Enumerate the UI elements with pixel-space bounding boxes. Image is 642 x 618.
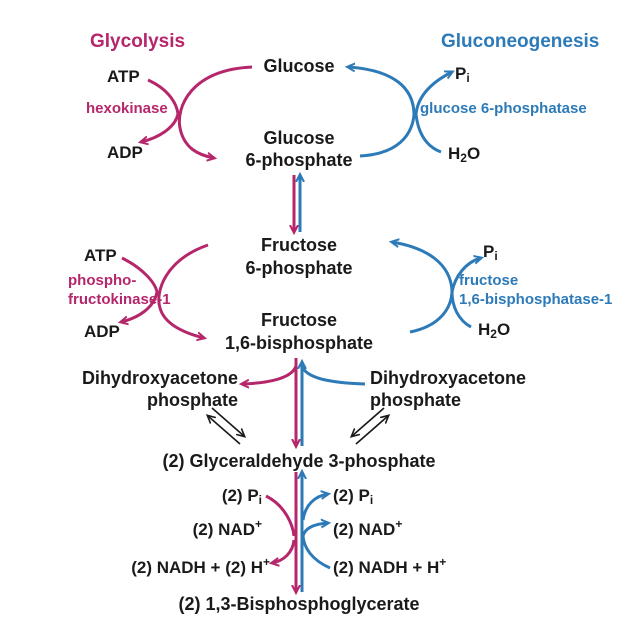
- gapdh-left-in: [265, 494, 296, 537]
- fbpase-label-line2: 1,6-bisphosphatase-1: [459, 291, 613, 308]
- g6pase-arrow: [348, 67, 416, 158]
- f6p-label-line1: Fructose: [260, 235, 338, 255]
- dhap-left-line2: phosphate: [146, 390, 238, 410]
- gapdh-left-out: [272, 539, 296, 563]
- glycolysis-header: Glycolysis: [90, 31, 186, 52]
- nad-right-label: (2) NAD+: [333, 517, 403, 539]
- nadh-right-label: (2) NADH + H+: [333, 555, 447, 577]
- hexokinase-arrow: [177, 65, 253, 158]
- g3p-label: (2) Glyceraldehyde 3-phosphate: [162, 451, 436, 471]
- hexokinase-label: hexokinase: [86, 100, 168, 117]
- tpi-left-a: [211, 407, 244, 436]
- adp-label-2: ADP: [84, 322, 120, 341]
- pfk1-arrow: [157, 243, 209, 338]
- f6p-label-line2: 6-phosphate: [245, 258, 353, 278]
- g6p-label-line2: 6-phosphate: [245, 150, 353, 170]
- f16bp-label-line1: Fructose: [260, 310, 338, 330]
- f16bp-label-line2: 1,6-bisphosphate: [224, 333, 374, 353]
- dhap-right-branch: [300, 365, 366, 386]
- dhap-left-line1: Dihydroxyacetone: [81, 368, 238, 388]
- pfk1-label-line2: fructokinase-1: [68, 291, 171, 308]
- nadh-left-label: (2) NADH + (2) H+: [131, 555, 270, 577]
- atp-adp-arrow-1: [141, 78, 180, 142]
- gapdh-right-out-2: [301, 523, 328, 537]
- pi-right-label: (2) Pi: [333, 486, 374, 507]
- g6p-label-line1: Glucose: [263, 128, 335, 148]
- dhap-right-line2: phosphate: [370, 390, 462, 410]
- g6pase-label: glucose 6-phosphatase: [420, 100, 587, 117]
- fbpase-arrow: [392, 242, 454, 334]
- atp-label-2: ATP: [84, 246, 117, 265]
- bpg-label: (2) 1,3-Bisphosphoglycerate: [178, 594, 420, 614]
- pfk1-label-line1: phospho-: [68, 272, 137, 289]
- adp-label-1: ADP: [107, 143, 143, 162]
- fbpase-label-line1: fructose: [459, 272, 519, 289]
- tpi-right-b: [355, 416, 388, 445]
- h2o-label-1: H2O: [448, 144, 481, 165]
- h2o-pi-arrow-2: [450, 258, 481, 329]
- h2o-pi-arrow-1: [414, 72, 452, 154]
- tpi-right-a: [352, 407, 385, 436]
- pi-label-1: Pi: [455, 64, 470, 85]
- atp-adp-arrow-2: [121, 256, 159, 322]
- dhap-right-line1: Dihydroxyacetone: [370, 368, 527, 388]
- nad-left-label: (2) NAD+: [192, 517, 262, 539]
- gapdh-right-in: [301, 535, 331, 570]
- gluconeogenesis-header: Gluconeogenesis: [441, 31, 600, 52]
- dhap-left-branch: [242, 365, 298, 384]
- pi-left-label: (2) Pi: [221, 486, 262, 507]
- pi-label-2: Pi: [483, 242, 498, 263]
- glucose-label: Glucose: [263, 56, 335, 76]
- tpi-left-b: [208, 416, 241, 445]
- atp-label-1: ATP: [107, 67, 140, 86]
- gapdh-right-out-1: [301, 494, 328, 521]
- h2o-label-2: H2O: [478, 320, 511, 341]
